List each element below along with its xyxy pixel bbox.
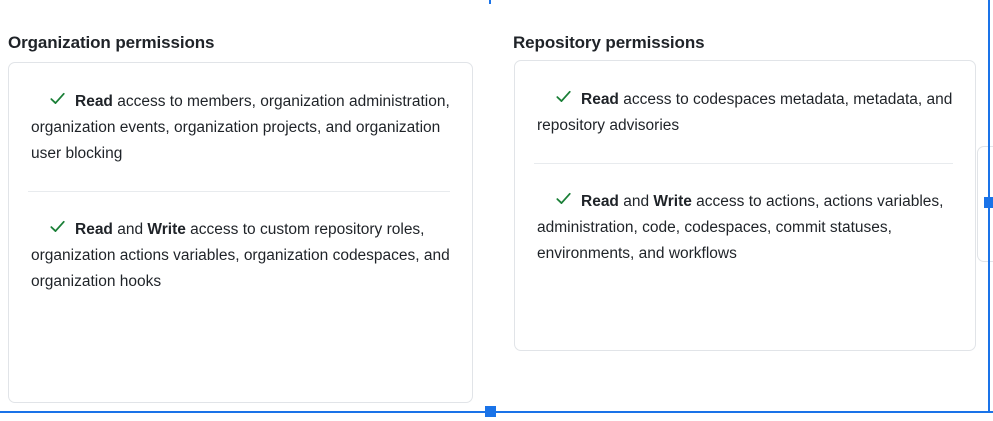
permission-detail: access to members, organization administ… <box>31 93 450 162</box>
check-icon <box>555 190 572 207</box>
organization-permissions-heading: Organization permissions <box>8 33 215 53</box>
check-icon <box>555 88 572 105</box>
resize-handle-bottom[interactable] <box>485 406 496 417</box>
permission-item: Read and Write access to custom reposito… <box>9 191 472 319</box>
selection-top-tick <box>489 0 491 4</box>
permission-text: Read access to members, organization adm… <box>31 89 450 167</box>
permission-scope: Read <box>75 221 113 238</box>
permission-item: Read and Write access to actions, action… <box>515 163 975 291</box>
permission-detail: and <box>112 221 148 238</box>
permission-text: Read access to codespaces metadata, meta… <box>537 87 953 139</box>
permission-scope: Write <box>653 193 692 210</box>
permission-detail: and <box>618 193 654 210</box>
permission-text: Read and Write access to actions, action… <box>537 189 953 267</box>
permission-item: Read access to codespaces metadata, meta… <box>515 61 975 163</box>
permission-detail: access to codespaces metadata, metadata,… <box>537 91 953 134</box>
permission-scope: Read <box>581 91 619 108</box>
permission-detail: access to custom repository roles, organ… <box>31 221 450 290</box>
selection-bottom-edge[interactable] <box>0 411 993 413</box>
permission-scope: Read <box>581 193 619 210</box>
check-icon <box>49 90 66 107</box>
permission-text: Read and Write access to custom reposito… <box>31 217 450 295</box>
permission-scope: Write <box>147 221 186 238</box>
check-icon <box>49 218 66 235</box>
repository-permissions-card: Read access to codespaces metadata, meta… <box>514 60 976 351</box>
permission-scope: Read <box>75 93 113 110</box>
repository-permissions-list: Read access to codespaces metadata, meta… <box>515 61 975 291</box>
permission-detail: access to actions, actions variables, ad… <box>537 193 944 262</box>
permission-item: Read access to members, organization adm… <box>9 63 472 191</box>
organization-permissions-list: Read access to members, organization adm… <box>9 63 472 319</box>
organization-permissions-card: Read access to members, organization adm… <box>8 62 473 403</box>
repository-permissions-heading: Repository permissions <box>513 33 705 53</box>
resize-handle-right[interactable] <box>984 197 993 208</box>
